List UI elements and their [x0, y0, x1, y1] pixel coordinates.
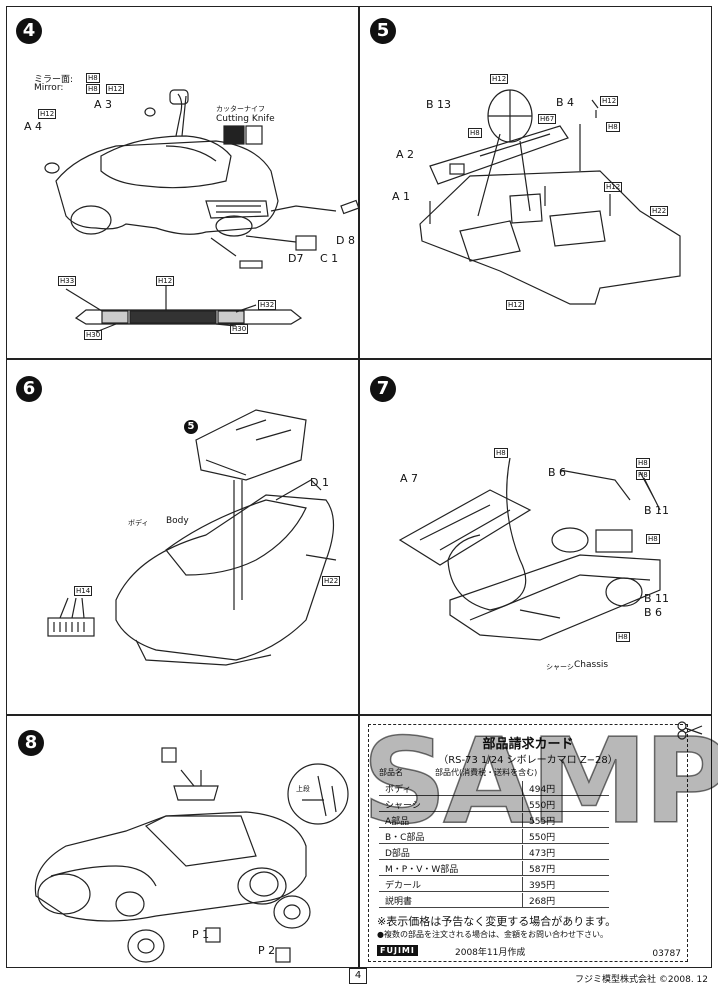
d8-label: D 8	[336, 234, 355, 247]
h8-label: H8	[494, 448, 508, 458]
product-code: 03787	[652, 949, 681, 959]
cutting-knife-jp: カッターナイフ	[216, 105, 265, 113]
step-4-number: 4	[16, 18, 42, 44]
d1-label: D 1	[310, 476, 329, 489]
body-jp-label: ボディ	[128, 519, 149, 527]
c1-label: C 1	[320, 252, 339, 265]
a3-label: A 3	[94, 98, 113, 111]
step-5-number: 5	[370, 18, 396, 44]
body-en-label: Body	[166, 516, 189, 526]
h12-label-3: H12	[604, 182, 623, 192]
h8-label-5: H8	[616, 632, 630, 642]
step-7-drawing	[398, 457, 661, 641]
up-label-jp: 上段	[296, 785, 310, 793]
h8-label-2: H8	[86, 84, 100, 94]
b11-label: B 11	[644, 504, 670, 517]
p1-label: P 1	[192, 928, 210, 941]
h12-label-2: H12	[38, 109, 57, 119]
h8-label: H8	[468, 128, 482, 138]
step-5-panel: 5 H12 B 13 H8 H67 B 4 H12 H8 A 2 A 1 H12…	[360, 6, 712, 358]
panel-divider-1	[6, 358, 712, 360]
a1-label: A 1	[392, 190, 411, 203]
step-8-panel: 8 上段 P 1 P 2	[6, 716, 358, 968]
h30-label: H30	[84, 330, 103, 340]
chassis-jp-label: シャーシ	[546, 663, 574, 671]
parts-order-card: 部品請求カード （RS-73 1/24 シボレーカマロ Z−28） 部品名 部品…	[368, 724, 688, 962]
panel-divider-vertical	[358, 6, 360, 968]
page-number: 4	[349, 968, 367, 984]
b4-label: B 4	[556, 96, 575, 109]
sample-watermark: SAMPLE	[361, 712, 718, 850]
order-note: ●複数の部品を注文される場合は、金額をお問い合わせ下さい。	[377, 930, 608, 939]
p2-label: P 2	[258, 944, 276, 957]
step-7-number: 7	[370, 376, 396, 402]
h8-label-2: H8	[606, 122, 620, 132]
footer-copyright: フジミ模型株式会社 ©2008. 12	[575, 975, 708, 985]
ref-step-5: 5	[184, 420, 198, 434]
b13-label: B 13	[426, 98, 452, 111]
card-title: 部品請求カード	[482, 737, 574, 752]
card-column-header: 部品名 部品代(消費税・送料を含む)	[379, 768, 538, 777]
b6-label: B 6	[548, 466, 567, 479]
h14-label: H14	[74, 586, 93, 596]
panel-divider-2	[6, 714, 712, 716]
b6-label-2: B 6	[644, 606, 663, 619]
h12-label-2: H12	[600, 96, 619, 106]
card-subtitle: （RS-73 1/24 シボレーカマロ Z−28）	[438, 755, 618, 766]
card-date: 2008年11月作成	[455, 948, 526, 958]
price-note: ※表示価格は予告なく変更する場合があります。	[377, 915, 617, 928]
step-8-drawing	[34, 747, 349, 963]
h8-label: H8	[86, 73, 100, 83]
step-6-panel: 6 5 D 1 ボディ Body H14 H22	[6, 360, 358, 714]
step-8-number: 8	[18, 730, 44, 756]
h12-label: H12	[106, 84, 125, 94]
h33-label: H33	[58, 276, 77, 286]
cutting-knife-en: Cutting Knife	[216, 114, 275, 124]
a2-label: A 2	[396, 148, 415, 161]
a4-label: A 4	[24, 120, 43, 133]
step-4-panel: 4 ミラー面: H8 Mirror: H8 H12 A 3 H12 A 4 カッ…	[6, 6, 358, 358]
h12-label: H12	[490, 74, 509, 84]
h8-label-3: H8	[636, 470, 650, 480]
mirror-en-label: Mirror:	[34, 83, 64, 93]
b11-label-2: B 11	[644, 592, 670, 605]
mirror-jp-label: ミラー面:	[34, 75, 74, 85]
h12-label-3: H12	[156, 276, 175, 286]
h12-label-4: H12	[506, 300, 525, 310]
step-5-drawing	[419, 89, 681, 305]
scissors-icon	[677, 721, 703, 740]
step-6-number: 6	[16, 376, 42, 402]
step-6-drawing	[47, 409, 337, 666]
h22-label: H22	[322, 576, 341, 586]
chassis-en-label: Chassis	[574, 660, 609, 670]
d7-label: D7	[288, 252, 304, 265]
a7-label: A 7	[400, 472, 419, 485]
h8-label-4: H8	[646, 534, 660, 544]
h67-label: H67	[538, 114, 557, 124]
step-4-drawing	[44, 89, 358, 333]
h8-label-2: H8	[636, 458, 650, 468]
h22-label: H22	[650, 206, 669, 216]
step-7-panel: 7 H8 B 6 H8 H8 A 7 B 11 H8 B 11 B 6 H8 シ…	[360, 360, 712, 714]
fujimi-logo: FUJIMI	[377, 945, 418, 956]
